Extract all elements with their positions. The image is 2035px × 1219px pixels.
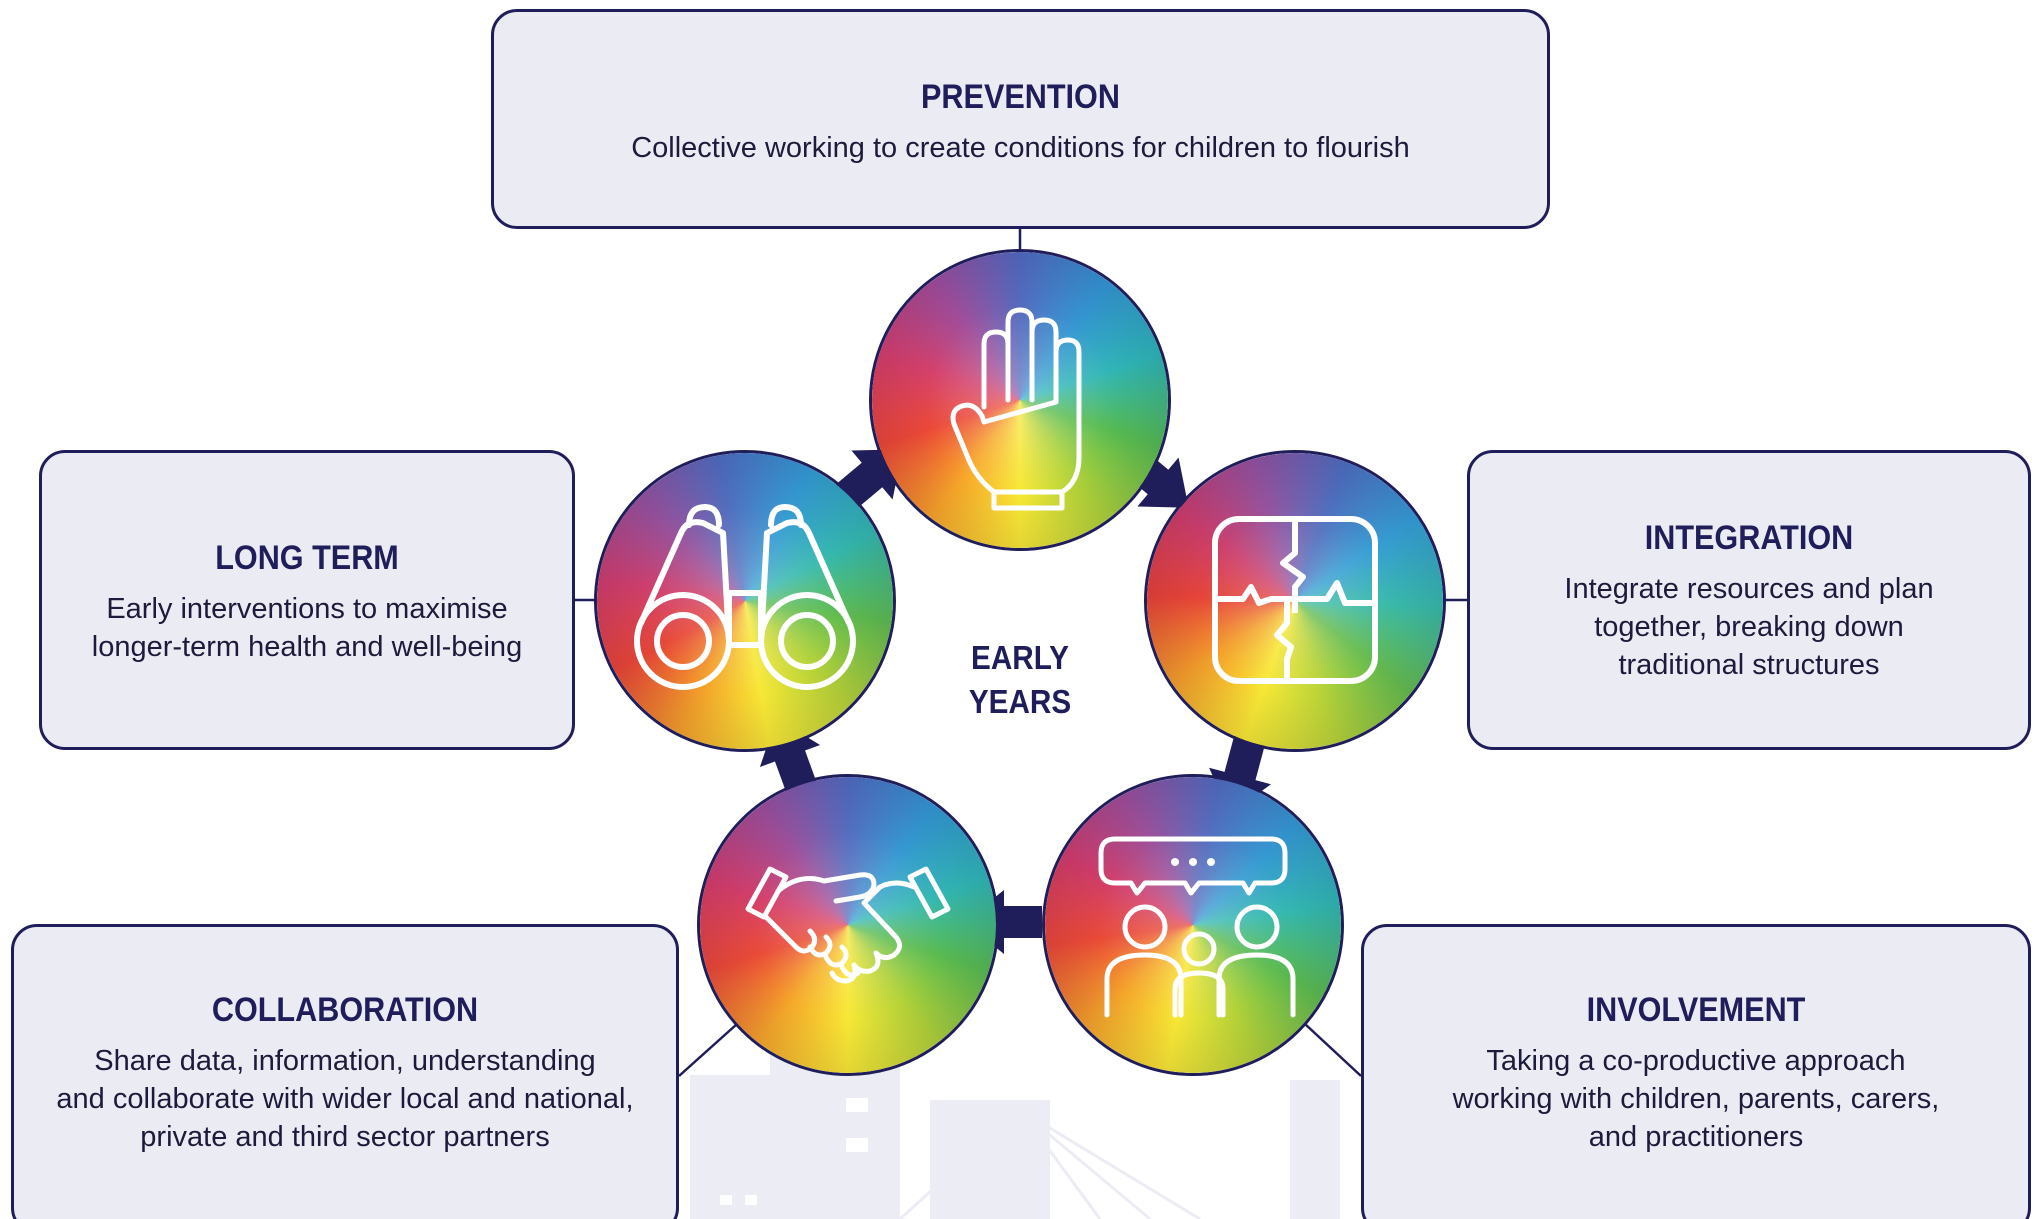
long-term-description: Early interventions to maximise longer-t…: [42, 590, 572, 666]
involvement-line-3: and practitioners: [1588, 1121, 1804, 1153]
involvement-line-2: working with children, parents, carers,: [1452, 1083, 1940, 1115]
raised-hand-icon: [950, 307, 1082, 511]
handshake-icon: [745, 866, 951, 984]
involvement-circle: [1042, 774, 1344, 1076]
integration-circle: [1144, 450, 1446, 752]
rainbow-wheel: [872, 252, 1168, 548]
circle-shading: [700, 777, 996, 1073]
collaboration-line-3: private and third sector partners: [140, 1121, 550, 1153]
long-term-line-1: Early interventions to maximise: [106, 593, 508, 625]
rainbow-wheel: [597, 453, 893, 749]
collaboration-line-1: Share data, information, understanding: [94, 1045, 596, 1077]
circle-shading: [597, 453, 893, 749]
involvement-line-1: Taking a co-productive approach: [1486, 1045, 1906, 1077]
rainbow-wheel: [1045, 777, 1341, 1073]
center-label-line-2: YEARS: [968, 683, 1072, 720]
rainbow-wheel: [700, 777, 996, 1073]
long-term-line-2: longer-term health and well-being: [91, 631, 523, 663]
involvement-box: INVOLVEMENT Taking a co-productive appro…: [1361, 924, 2031, 1219]
speech-bubble-family-icon: [1098, 836, 1296, 1018]
integration-title: INTEGRATION: [1644, 519, 1854, 557]
center-label-line-1: EARLY: [971, 639, 1069, 676]
long-term-title: LONG TERM: [215, 539, 399, 577]
prevention-box: PREVENTION Collective working to create …: [491, 9, 1550, 229]
binoculars-icon: [634, 504, 856, 690]
integration-box: INTEGRATION Integrate resources and plan…: [1467, 450, 2031, 750]
collaboration-title: COLLABORATION: [211, 991, 479, 1029]
collaboration-line-2: and collaborate with wider local and nat…: [56, 1083, 634, 1115]
involvement-description: Taking a co-productive approach working …: [1364, 1042, 2028, 1156]
collaboration-description: Share data, information, understanding a…: [14, 1042, 676, 1156]
long-term-circle: [594, 450, 896, 752]
collaboration-box: COLLABORATION Share data, information, u…: [11, 924, 679, 1219]
integration-description: Integrate resources and plan together, b…: [1470, 570, 2028, 684]
prevention-circle: [869, 249, 1171, 551]
integration-line-1: Integrate resources and plan: [1564, 573, 1934, 605]
circle-shading: [872, 252, 1168, 548]
center-label: EARLY YEARS: [930, 636, 1110, 724]
puzzle-icon: [1212, 516, 1378, 684]
involvement-title: INVOLVEMENT: [1586, 991, 1806, 1029]
circle-shading: [1045, 777, 1341, 1073]
long-term-box: LONG TERM Early interventions to maximis…: [39, 450, 575, 750]
prevention-description: Collective working to create conditions …: [494, 129, 1547, 167]
integration-line-2: together, breaking down: [1594, 611, 1904, 643]
collaboration-circle: [697, 774, 999, 1076]
integration-line-3: traditional structures: [1618, 649, 1880, 681]
prevention-title: PREVENTION: [921, 78, 1120, 116]
prevention-line-1: Collective working to create conditions …: [631, 132, 1410, 164]
